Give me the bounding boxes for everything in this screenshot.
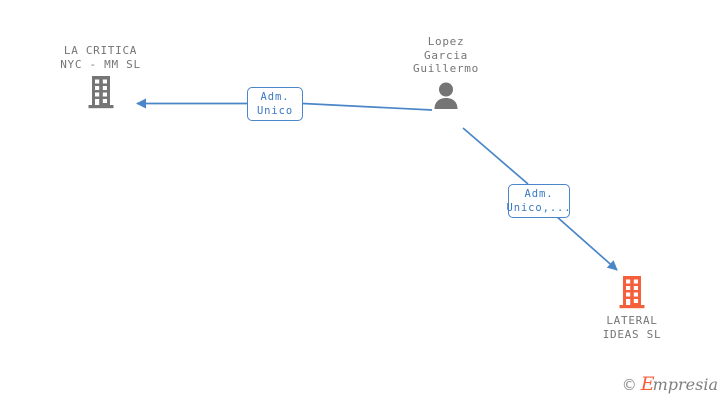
- node-lopez-garcia-guillermo[interactable]: Lopez Garcia Guillermo: [390, 35, 502, 111]
- watermark-brand-initial: E: [640, 373, 655, 395]
- person-icon: [434, 82, 458, 109]
- node-la-critica-label: LA CRITICA NYC - MM SL: [60, 44, 141, 71]
- edge-label-adm-unico-more[interactable]: Adm. Unico,...: [507, 184, 571, 218]
- edge-label-adm-unico[interactable]: Adm. Unico: [247, 87, 303, 121]
- node-lopez-garcia-guillermo-label: Lopez Garcia Guillermo: [413, 35, 479, 75]
- node-lateral-ideas-label: LATERAL IDEAS SL: [602, 314, 662, 341]
- node-lateral-ideas[interactable]: LATERAL IDEAS SL: [576, 275, 688, 341]
- empresia-watermark: © E mpresia: [622, 375, 718, 394]
- watermark-brand-rest: mpresia: [652, 375, 718, 394]
- copyright-icon: ©: [621, 375, 637, 394]
- building-icon: [619, 276, 645, 309]
- node-la-critica[interactable]: LA CRITICA NYC - MM SL: [43, 44, 158, 109]
- building-icon: [88, 76, 113, 109]
